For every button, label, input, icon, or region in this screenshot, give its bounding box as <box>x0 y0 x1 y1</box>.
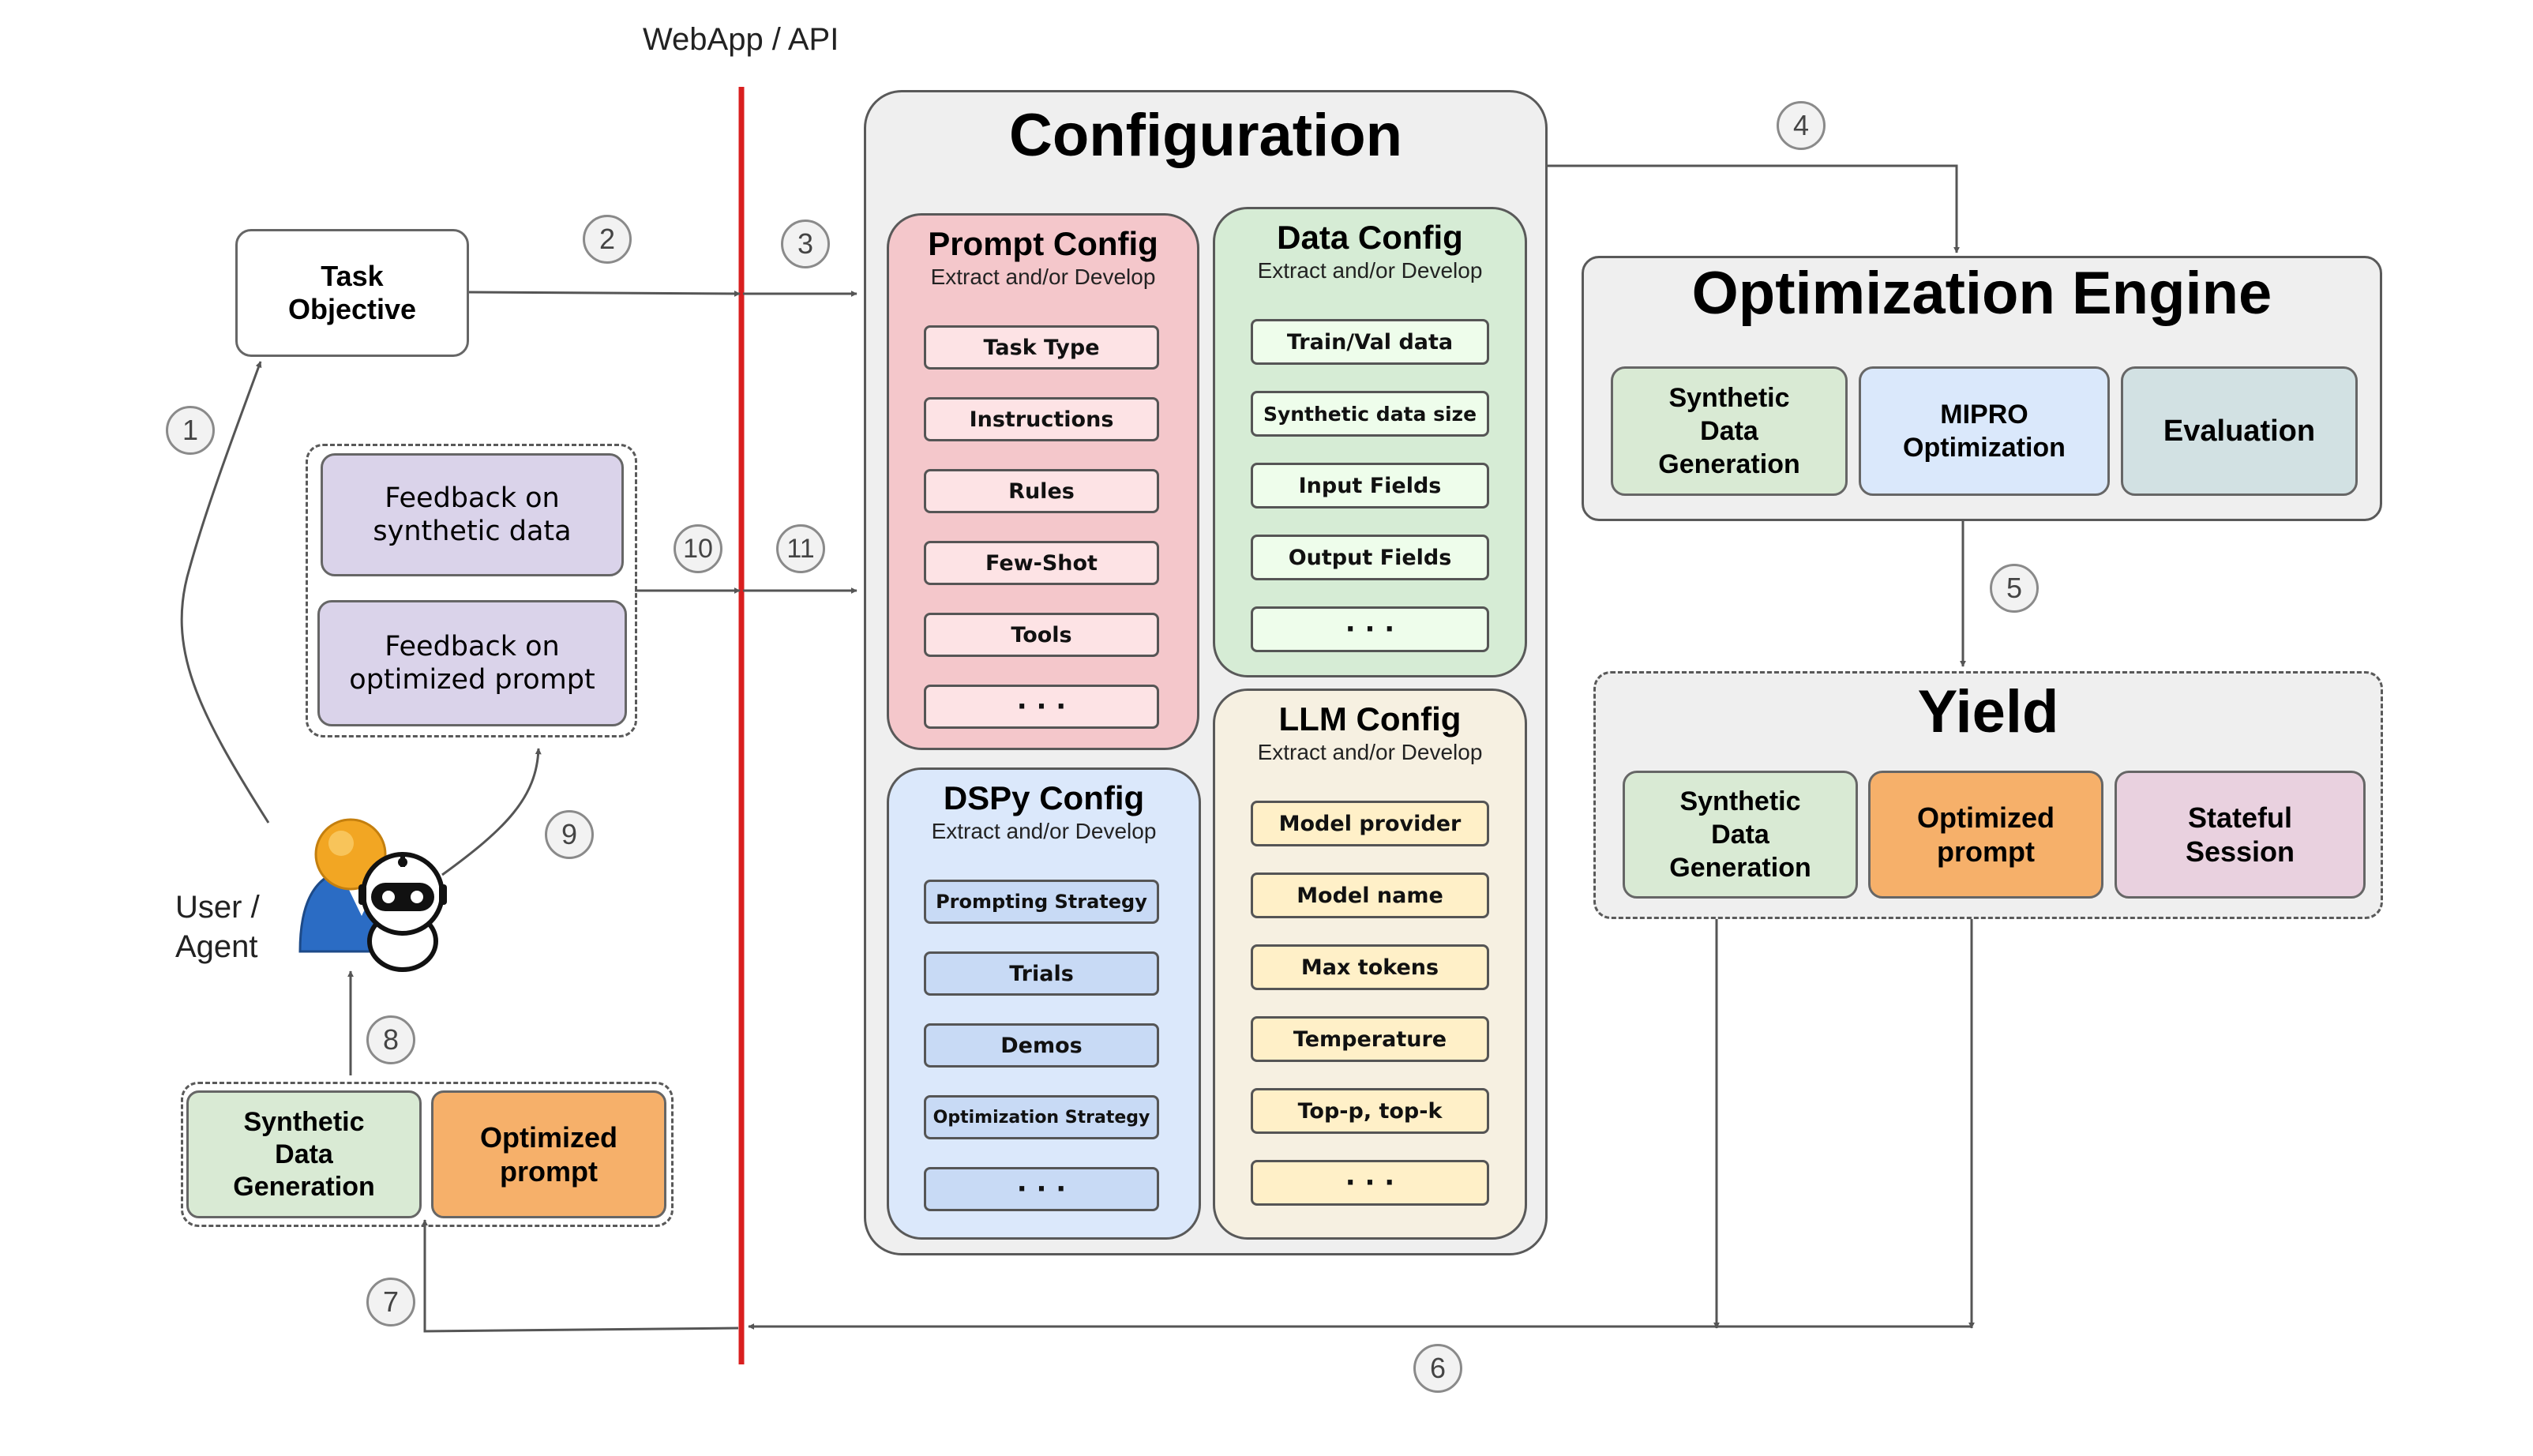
data-field-train-val: Train/Val data <box>1251 319 1489 365</box>
configuration-title: Configuration <box>1008 102 1403 169</box>
dspy-field-optimization-strategy: Optimization Strategy <box>924 1095 1159 1139</box>
prompt-field-instructions: Instructions <box>924 397 1159 441</box>
dspy-field-demos: Demos <box>924 1023 1159 1068</box>
step-8-badge: 8 <box>366 1015 415 1064</box>
yield-stateful-session-box: Stateful Session <box>2115 771 2366 899</box>
feedback-prompt-box: Feedback on optimized prompt <box>317 600 627 726</box>
step-10-badge: 10 <box>674 524 722 573</box>
engine-mipro-box: MIPRO Optimization <box>1859 366 2110 496</box>
llm-field-temperature: Temperature <box>1251 1016 1489 1062</box>
llm-field-top-p-k: Top-p, top-k <box>1251 1088 1489 1134</box>
data-field-output-fields: Output Fields <box>1251 535 1489 580</box>
prompt-config-subtitle: Extract and/or Develop <box>930 265 1156 289</box>
webapp-api-label: WebApp / API <box>643 22 839 57</box>
step-3-badge: 3 <box>781 220 830 268</box>
arrow-7 <box>422 1219 739 1333</box>
prompt-field-task-type: Task Type <box>924 325 1159 370</box>
prompt-field-tools: Tools <box>924 613 1159 657</box>
data-config-subtitle: Extract and/or Develop <box>1257 258 1483 283</box>
user-agent-label: User / Agent <box>175 890 260 964</box>
user-agent-icon <box>298 818 447 972</box>
feedback-group <box>306 444 637 737</box>
yield-synthetic-data-box: Synthetic Data Generation <box>1623 771 1858 899</box>
step-11-badge: 11 <box>776 524 825 573</box>
left-synthetic-data-box: Synthetic Data Generation <box>186 1090 422 1218</box>
task-objective-box: Task Objective <box>235 229 469 357</box>
prompt-field-more: · · · <box>924 685 1159 729</box>
llm-field-max-tokens: Max tokens <box>1251 944 1489 990</box>
step-9-badge: 9 <box>545 810 594 859</box>
dspy-config-panel: DSPy Config Extract and/or Develop <box>887 767 1201 1240</box>
yield-title: Yield <box>1917 678 2059 745</box>
data-config-panel: Data Config Extract and/or Develop <box>1213 207 1527 677</box>
feedback-synthetic-box: Feedback on synthetic data <box>321 453 624 576</box>
dspy-field-more: · · · <box>924 1167 1159 1211</box>
engine-synthetic-data-box: Synthetic Data Generation <box>1611 366 1848 496</box>
data-field-input-fields: Input Fields <box>1251 463 1489 508</box>
data-field-synthetic-size: Synthetic data size <box>1251 391 1489 437</box>
llm-config-subtitle: Extract and/or Develop <box>1257 740 1483 764</box>
llm-field-more: · · · <box>1251 1160 1489 1206</box>
dspy-field-prompting-strategy: Prompting Strategy <box>924 880 1159 924</box>
optimization-engine-title: Optimization Engine <box>1691 260 2272 327</box>
arrow-9 <box>441 748 542 876</box>
step-1-badge: 1 <box>166 406 215 455</box>
engine-evaluation-box: Evaluation <box>2121 366 2358 496</box>
step-5-badge: 5 <box>1990 564 2039 613</box>
data-field-more: · · · <box>1251 606 1489 652</box>
prompt-field-few-shot: Few-Shot <box>924 541 1159 585</box>
step-2-badge: 2 <box>583 215 632 264</box>
prompt-field-rules: Rules <box>924 469 1159 513</box>
left-optimized-prompt-box: Optimized prompt <box>431 1090 666 1218</box>
prompt-config-title: Prompt Config <box>928 225 1158 262</box>
arrow-1 <box>180 361 270 824</box>
llm-field-model-name: Model name <box>1251 872 1489 918</box>
dspy-field-trials: Trials <box>924 951 1159 996</box>
step-6-badge: 6 <box>1413 1344 1462 1393</box>
step-7-badge: 7 <box>366 1278 415 1327</box>
yield-optimized-prompt-box: Optimized prompt <box>1868 771 2103 899</box>
step-4-badge: 4 <box>1777 101 1826 150</box>
arrow-4 <box>1541 164 1960 253</box>
dspy-config-subtitle: Extract and/or Develop <box>931 819 1157 843</box>
arrow-2 <box>467 290 741 297</box>
dspy-config-title: DSPy Config <box>943 779 1145 816</box>
llm-field-model-provider: Model provider <box>1251 801 1489 846</box>
data-config-title: Data Config <box>1277 219 1463 256</box>
left-outputs-group <box>181 1082 674 1227</box>
llm-config-title: LLM Config <box>1278 700 1462 737</box>
